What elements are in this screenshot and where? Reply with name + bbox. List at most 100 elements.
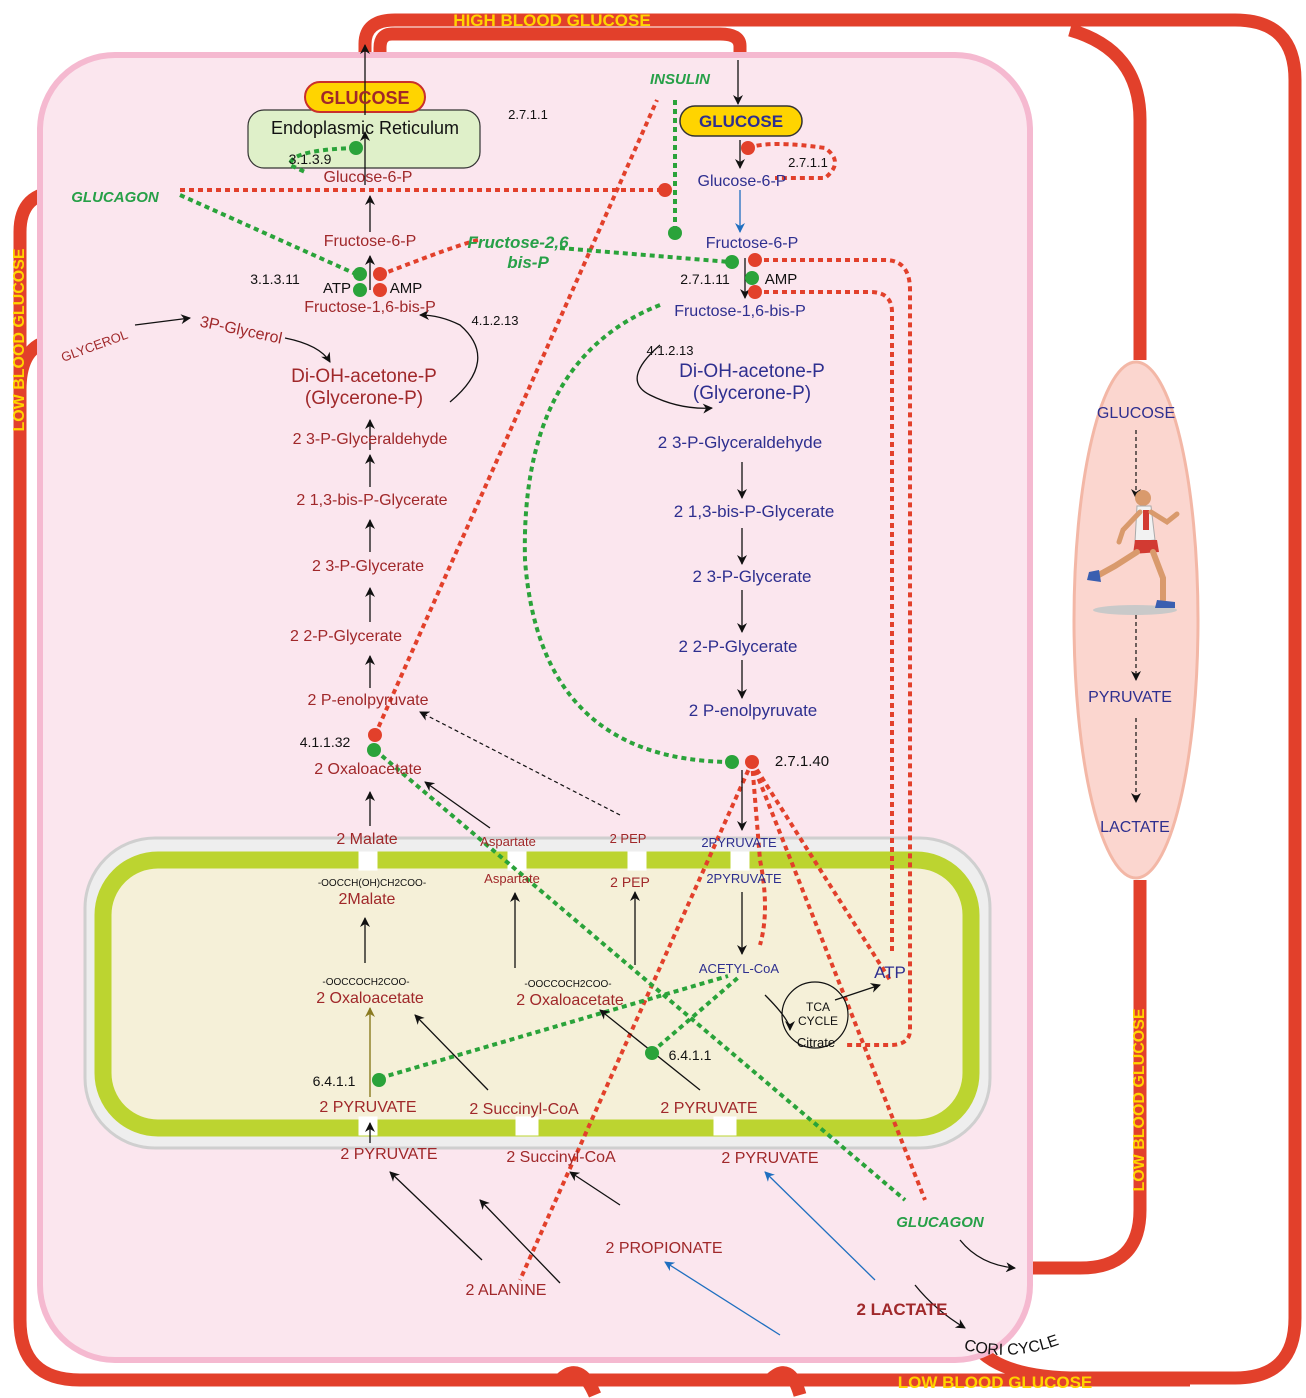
enzyme-2711-top: 2.7.1.1 xyxy=(508,107,548,122)
oaa-mito-left: 2 Oxaloacetate xyxy=(316,990,424,1007)
dhap-right: Di-OH-acetone-P xyxy=(679,361,825,382)
glycerone-right: (Glycerone-P) xyxy=(693,383,811,404)
red-dot-icon xyxy=(368,728,382,742)
aspartate-mito: Aspartate xyxy=(484,871,540,886)
dhap-left: Di-OH-acetone-P xyxy=(291,366,437,387)
alanine-label: 2 ALANINE xyxy=(466,1282,547,1299)
pyruvate-mito-in: 2PYRUVATE xyxy=(706,871,782,886)
pyruvate-cyto-right-bottom: 2 PYRUVATE xyxy=(721,1150,818,1167)
oaa-formula-right: -OOCCOCH2COO- xyxy=(524,979,611,990)
muscle-pyruvate: PYRUVATE xyxy=(1088,689,1172,706)
aspartate-cyto: Aspartate xyxy=(480,834,536,849)
pep-cyto: 2 PEP xyxy=(610,831,647,846)
green-dot-icon xyxy=(668,226,682,240)
f6p-left: Fructose-6-P xyxy=(324,233,416,250)
muscle-glucose: GLUCOSE xyxy=(1097,405,1175,422)
green-dot-icon xyxy=(725,255,739,269)
green-dot-icon xyxy=(745,271,759,285)
pep-left: 2 P-enolpyruvate xyxy=(308,692,429,709)
tca-label: TCA xyxy=(806,1000,830,1014)
glycolysis-arrows xyxy=(636,60,1016,1329)
inhibition-lines xyxy=(180,99,927,1281)
amp-right: AMP xyxy=(765,271,798,288)
pep-mito: 2 PEP xyxy=(610,874,650,890)
3pg-right: 2 3-P-Glycerate xyxy=(692,567,811,586)
runner-figure-icon xyxy=(1087,490,1180,615)
atp-mito: ATP xyxy=(874,963,906,982)
amp-left: AMP xyxy=(390,280,423,297)
red-dot-icon xyxy=(373,267,387,281)
2pg-right: 2 2-P-Glycerate xyxy=(678,637,797,656)
green-dot-icon xyxy=(372,1073,386,1087)
red-dot-icon xyxy=(373,283,387,297)
insulin-label: INSULIN xyxy=(650,71,711,88)
green-dot-icon xyxy=(645,1046,659,1060)
succinyl-cyto: 2 Succinyl-CoA xyxy=(506,1149,616,1166)
green-dot-icon xyxy=(367,743,381,757)
muscle-cell xyxy=(1072,360,1200,880)
glucose-badge-right xyxy=(679,105,803,137)
g3p-right: 2 3-P-Glyceraldehyde xyxy=(658,433,822,452)
glycerone-left: (Glycerone-P) xyxy=(305,388,423,409)
activation-lines xyxy=(179,100,907,1202)
regulation-dots xyxy=(349,141,762,1087)
propionate-label: 2 PROPIONATE xyxy=(605,1240,722,1257)
malate-cyto: 2 Malate xyxy=(336,831,397,848)
oaa-left: 2 Oxaloacetate xyxy=(314,761,422,778)
enzyme-3139: 3.1.3.9 xyxy=(289,151,332,167)
g6p-left: Glucose-6-P xyxy=(324,169,413,186)
glucose-left: GLUCOSE xyxy=(320,88,409,108)
low-blood-glucose-label-right: LOW BLOOD GLUCOSE xyxy=(1131,1008,1148,1191)
2pg-left: 2 2-P-Glycerate xyxy=(290,628,402,645)
fructose-26-bisp-label: Fructose-2,6 xyxy=(467,233,569,252)
fructose-26-bisp-label-2: bis-P xyxy=(507,253,549,272)
red-dot-icon xyxy=(748,285,762,299)
enzyme-6411-left: 6.4.1.1 xyxy=(313,1073,356,1089)
pyruvate-cyto-right: 2PYRUVATE xyxy=(701,835,777,850)
citrate-label: Citrate xyxy=(797,1035,835,1050)
enzyme-27111: 2.7.1.11 xyxy=(680,271,730,287)
er-label: Endoplasmic Reticulum xyxy=(271,118,459,138)
f6p-right: Fructose-6-P xyxy=(706,235,798,252)
succinyl-mito: 2 Succinyl-CoA xyxy=(469,1101,579,1118)
malate-mito: 2Malate xyxy=(339,891,396,908)
cycle-label: CYCLE xyxy=(798,1014,838,1028)
g3p-left: 2 3-P-Glyceraldehyde xyxy=(293,431,448,448)
green-dot-icon xyxy=(725,755,739,769)
pyruvate-mito-left: 2 PYRUVATE xyxy=(319,1099,416,1116)
pyruvate-cyto-left: 2 PYRUVATE xyxy=(340,1146,437,1163)
enzyme-6411-right: 6.4.1.1 xyxy=(669,1047,712,1063)
green-dot-icon xyxy=(349,141,363,155)
pep-right: 2 P-enolpyruvate xyxy=(689,701,818,720)
low-blood-glucose-label-left: LOW BLOOD GLUCOSE xyxy=(11,248,28,431)
red-dot-icon xyxy=(658,183,672,197)
enzyme-2711-right: 2.7.1.1 xyxy=(788,155,828,170)
enzyme-27140: 2.7.1.40 xyxy=(775,753,829,770)
lactate-liver: 2 LACTATE xyxy=(857,1300,948,1319)
enzyme-41132: 4.1.1.32 xyxy=(300,734,351,750)
g6p-right: Glucose-6-P xyxy=(698,173,787,190)
green-dot-icon xyxy=(353,283,367,297)
oaa-mito-right: 2 Oxaloacetate xyxy=(516,992,624,1009)
red-dot-icon xyxy=(748,253,762,267)
red-dot-icon xyxy=(741,141,755,155)
green-dot-icon xyxy=(353,267,367,281)
glucose-right: GLUCOSE xyxy=(699,112,783,131)
atp-left: ATP xyxy=(323,280,351,297)
acetyl-coa: ACETYL-CoA xyxy=(699,961,780,976)
low-blood-glucose-label-bottom: LOW BLOOD GLUCOSE xyxy=(898,1373,1093,1392)
muscle-lactate: LACTATE xyxy=(1100,819,1170,836)
f16bp-right: Fructose-1,6-bis-P xyxy=(674,303,806,320)
red-dot-icon xyxy=(745,755,759,769)
gluconeogenesis-arrows xyxy=(134,44,876,1336)
enzyme-41213-left: 4.1.2.13 xyxy=(472,313,519,328)
glucagon-label-left: GLUCAGON xyxy=(71,189,160,206)
malate-formula: -OOCCH(OH)CH2COO- xyxy=(318,878,426,889)
bpg-left: 2 1,3-bis-P-Glycerate xyxy=(296,492,447,509)
3pg-left: 2 3-P-Glycerate xyxy=(312,558,424,575)
f16bp-left: Fructose-1,6-bis-P xyxy=(304,299,436,316)
bpg-right: 2 1,3-bis-P-Glycerate xyxy=(674,502,835,521)
oaa-formula-left: -OOCCOCH2COO- xyxy=(322,977,409,988)
high-blood-glucose-label: HIGH BLOOD GLUCOSE xyxy=(453,11,650,30)
